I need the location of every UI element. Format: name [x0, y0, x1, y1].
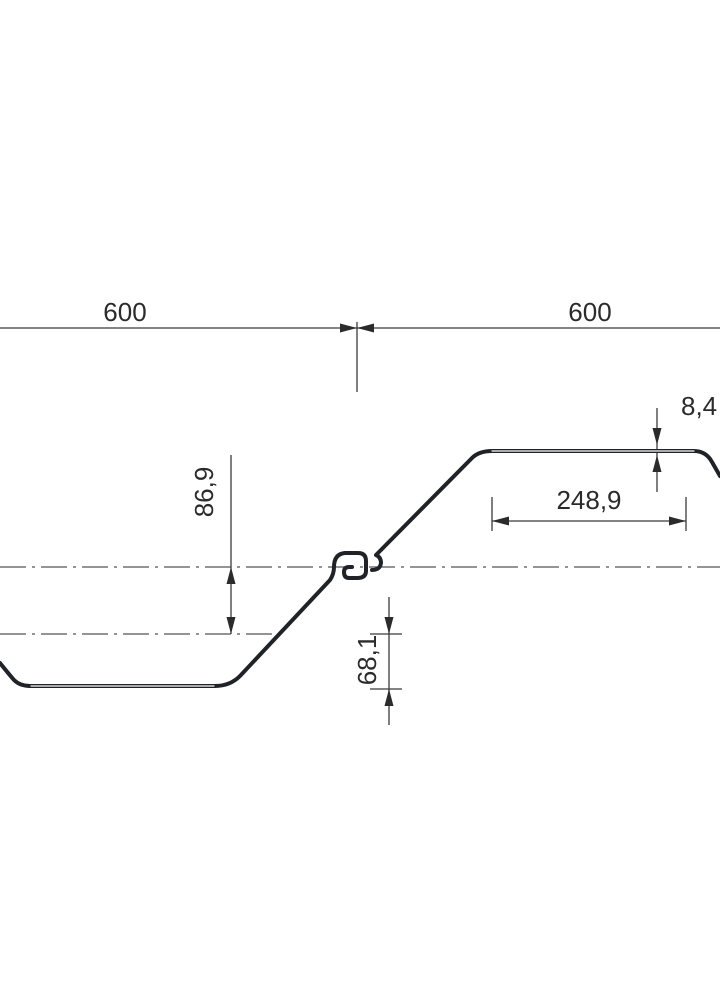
width-dimension: 600 600 — [0, 297, 720, 392]
left-width-label: 600 — [103, 297, 146, 327]
upper-height-label: 86,9 — [189, 467, 219, 518]
lower-height-label: 68,1 — [352, 635, 382, 686]
flange-width-label: 248,9 — [556, 485, 621, 515]
right-width-label: 600 — [568, 297, 611, 327]
flange-width-dimension: 248,9 — [491, 485, 687, 531]
thickness-dimension: 8,4 — [652, 391, 717, 492]
lower-height-dimension: 68,1 — [352, 597, 402, 725]
thickness-label: 8,4 — [681, 391, 717, 421]
upper-height-dimension: 86,9 — [189, 455, 236, 634]
sheet-pile-profile — [0, 449, 720, 688]
